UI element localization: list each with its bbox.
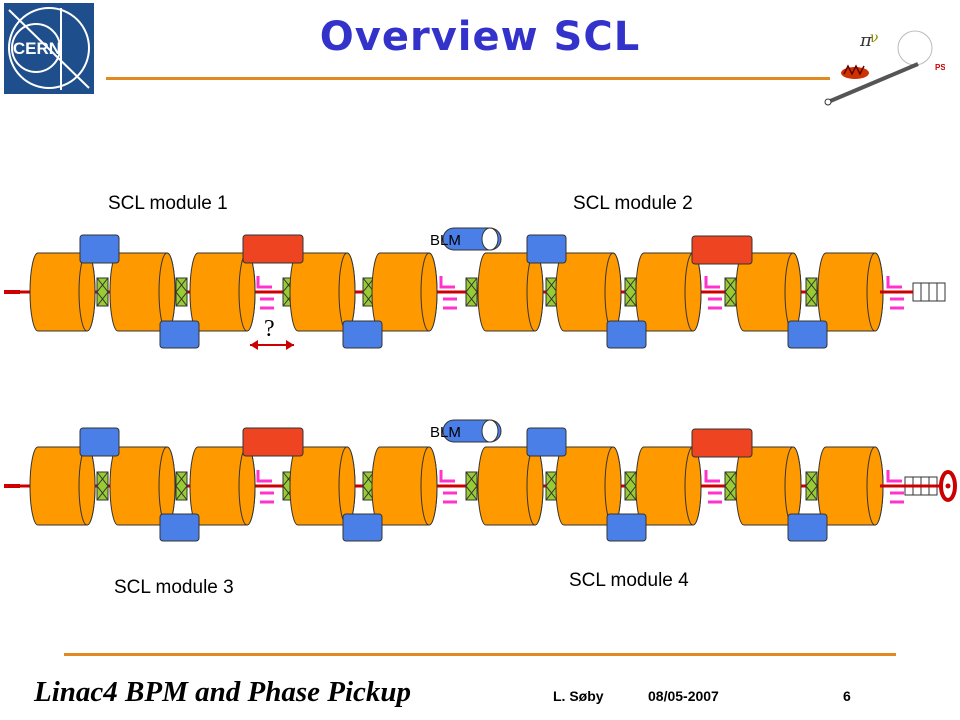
ps-logo: π ν PS — [820, 18, 946, 108]
page-title: Overview SCL — [319, 14, 641, 60]
footer-date: 08/05-2007 — [648, 688, 719, 704]
cavity-end — [604, 252, 622, 332]
cavity-end — [238, 252, 256, 332]
cavity-end — [526, 446, 544, 526]
cavity-end — [420, 252, 438, 332]
quadrupole — [79, 427, 120, 457]
quadrupole — [159, 320, 200, 349]
bellows-cross — [805, 471, 818, 501]
bellows — [465, 471, 478, 501]
bellows-cross — [175, 471, 188, 501]
beamline-row-top: BLM — [4, 227, 946, 349]
cavity-end — [684, 252, 702, 332]
blm-label: BLM — [430, 424, 461, 441]
footer-rule — [64, 653, 896, 656]
bpm-marker — [439, 470, 455, 483]
quadrupole — [526, 234, 567, 264]
bellows — [724, 471, 737, 501]
cavity-end — [158, 252, 176, 332]
cavity-end — [604, 446, 622, 526]
cern-logo: CERN — [3, 2, 95, 95]
bellows — [175, 471, 188, 501]
svg-text:ν: ν — [870, 30, 879, 46]
phase-pickup — [242, 427, 304, 457]
bellows — [724, 277, 737, 307]
gap-arrow-head-right — [286, 340, 294, 350]
bpm-marker — [256, 470, 272, 483]
quadrupole — [159, 513, 200, 542]
beam-dump — [939, 470, 957, 502]
bellows — [624, 471, 637, 501]
bellows — [805, 277, 818, 307]
bellows — [96, 471, 109, 501]
ps-logo-text: PS — [935, 63, 945, 72]
blm-monitor-end — [481, 227, 499, 251]
module-label-1: SCL module 1 — [108, 193, 228, 214]
bellows — [624, 277, 637, 307]
cavity-end — [158, 446, 176, 526]
quadrupole — [606, 320, 647, 349]
cavity-end — [78, 252, 96, 332]
blm-monitor-end — [481, 419, 499, 443]
phase-pickup — [691, 428, 753, 458]
cern-logo-text: CERN — [13, 39, 61, 58]
cern-logo-icon: CERN — [4, 3, 94, 94]
gap-arrow-head-left — [250, 340, 258, 350]
bpm-marker — [256, 276, 272, 289]
quadrupole — [787, 320, 828, 349]
beam-dump-center — [945, 483, 951, 489]
cavity-end — [784, 252, 802, 332]
cavity-end — [338, 446, 356, 526]
quadrupole — [787, 513, 828, 542]
bellows-cross — [465, 277, 478, 307]
bellows-cross — [96, 277, 109, 307]
quadrupole — [79, 234, 120, 264]
quadrupole — [606, 513, 647, 542]
quadrupole — [342, 513, 383, 542]
bellows-cross — [96, 471, 109, 501]
bpm-marker — [704, 470, 720, 483]
beamline-row-bottom: BLM — [4, 419, 957, 542]
cavity-end — [238, 446, 256, 526]
cavity-end — [684, 446, 702, 526]
cavity-end — [784, 446, 802, 526]
bellows — [96, 277, 109, 307]
bellows — [175, 277, 188, 307]
bpm-marker — [704, 276, 720, 289]
phase-pickup — [691, 235, 753, 265]
bellows-cross — [465, 471, 478, 501]
quadrupole — [526, 427, 567, 457]
ps-logo-icon: π ν PS — [824, 30, 946, 106]
blm-label: BLM — [430, 232, 461, 249]
footer-title: Linac4 BPM and Phase Pickup — [34, 676, 412, 708]
module-label-4: SCL module 4 — [569, 570, 689, 591]
bellows — [545, 277, 558, 307]
bellows — [545, 471, 558, 501]
cavity-end — [338, 252, 356, 332]
module-label-3: SCL module 3 — [114, 577, 234, 598]
svg-text:π: π — [859, 30, 873, 51]
bellows — [465, 277, 478, 307]
quadrupole — [342, 320, 383, 349]
bpm-marker — [886, 276, 902, 289]
bellows-cross — [805, 277, 818, 307]
cavity-end — [526, 252, 544, 332]
footer-author: L. Søby — [553, 688, 604, 704]
footer-page: 6 — [843, 688, 851, 704]
bellows-cross — [175, 277, 188, 307]
gap-question: ? — [264, 316, 275, 342]
cavity-end — [420, 446, 438, 526]
header-rule — [106, 77, 830, 80]
phase-pickup — [242, 234, 304, 264]
bpm-marker — [886, 470, 902, 483]
module-label-2: SCL module 2 — [573, 193, 693, 214]
cavity-end — [78, 446, 96, 526]
bpm-marker — [439, 276, 455, 289]
bellows — [805, 471, 818, 501]
